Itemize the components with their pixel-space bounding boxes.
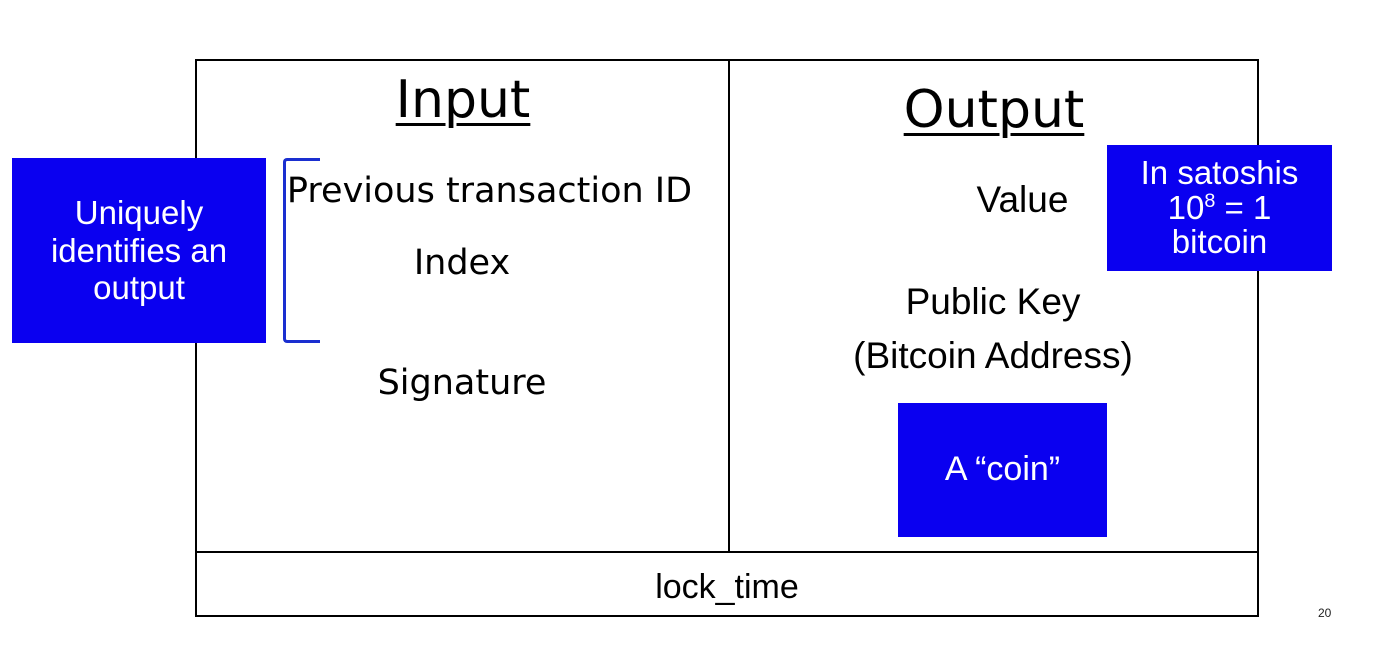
satoshis-equation-rest: = 1	[1215, 188, 1272, 226]
output-heading: Output	[903, 80, 1085, 140]
slide-number: 20	[1318, 606, 1332, 620]
satoshis-equation: 108 = 1	[1141, 188, 1299, 226]
coin-callout-label: A “coin”	[944, 450, 1061, 489]
coin-callout: A “coin”	[898, 403, 1107, 537]
lock-time-divider	[196, 551, 1258, 553]
unique-output-callout-line3: output	[93, 269, 185, 307]
lock-time-label: lock_time	[655, 568, 799, 606]
satoshis-equation-exponent: 8	[1204, 189, 1216, 212]
satoshis-callout-line1: In satoshis	[1140, 154, 1299, 192]
value-field: Value	[976, 179, 1069, 220]
signature-field: Signature	[377, 363, 547, 403]
unique-output-callout-line1: Uniquely	[74, 193, 204, 231]
input-heading: Input	[395, 70, 531, 130]
column-divider	[728, 60, 730, 553]
unique-output-callout: Uniquely identifies an output	[12, 158, 266, 343]
previous-transaction-id-field: Previous transaction ID	[286, 171, 693, 211]
satoshis-equation-base: 10	[1167, 188, 1205, 226]
satoshis-callout-line3: bitcoin	[1171, 223, 1268, 261]
bitcoin-address-field: (Bitcoin Address)	[853, 335, 1133, 376]
unique-output-callout-line2: identifies an	[50, 231, 228, 269]
index-field: Index	[413, 243, 511, 283]
input-reference-bracket	[283, 158, 320, 343]
public-key-field: Public Key	[905, 281, 1081, 322]
satoshis-callout: In satoshis 108 = 1 bitcoin	[1107, 145, 1332, 271]
